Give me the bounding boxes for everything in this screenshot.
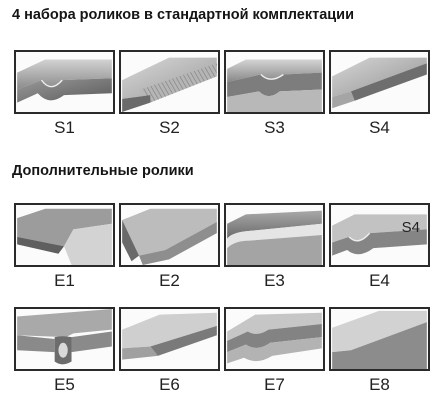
profile-e2-icon [122, 208, 217, 265]
profile-s2-icon [122, 57, 217, 112]
standard-set-title: 4 набора роликов в стандартной комплекта… [12, 7, 355, 23]
profile-e3-icon [227, 210, 322, 265]
profile-e4-icon [332, 214, 427, 256]
roller-s1-label: S1 [54, 118, 75, 137]
roller-e6-image [119, 307, 220, 371]
roller-e3-image [224, 203, 325, 267]
roller-e1-image [14, 203, 115, 267]
profile-s4-icon [332, 57, 427, 109]
roller-e2-image [119, 203, 220, 267]
roller-e4-label: E4 [369, 271, 390, 290]
roller-e8-image [329, 307, 430, 371]
profile-e6-icon [122, 312, 217, 360]
roller-e7-image [224, 307, 325, 371]
roller-s3-label: S3 [264, 118, 285, 137]
roller-s4-image [329, 50, 430, 114]
roller-e5-image [14, 307, 115, 371]
roller-e1-label: E1 [54, 271, 75, 290]
roller-e5-label: E5 [54, 375, 75, 394]
profile-e5-icon [17, 309, 112, 365]
roller-e8-label: E8 [369, 375, 390, 394]
profile-e1-icon [17, 208, 112, 265]
roller-e2-label: E2 [159, 271, 180, 290]
roller-e4-overlay-text: S4 [401, 219, 420, 236]
roller-s2-label: S2 [159, 118, 180, 137]
profile-e8-icon [332, 310, 427, 369]
profile-s1-icon [17, 59, 112, 103]
profile-e7-icon [227, 312, 322, 364]
roller-s3-image [224, 50, 325, 114]
roller-e7-label: E7 [264, 375, 285, 394]
roller-e6-label: E6 [159, 375, 180, 394]
roller-e4-image: S4 [329, 203, 430, 267]
roller-s2-image [119, 50, 220, 114]
roller-e3-label: E3 [264, 271, 285, 290]
roller-s4-label: S4 [369, 118, 390, 137]
roller-s1-image [14, 50, 115, 114]
extra-rollers-title: Дополнительные ролики [12, 163, 194, 179]
profile-s3-icon [227, 59, 322, 112]
